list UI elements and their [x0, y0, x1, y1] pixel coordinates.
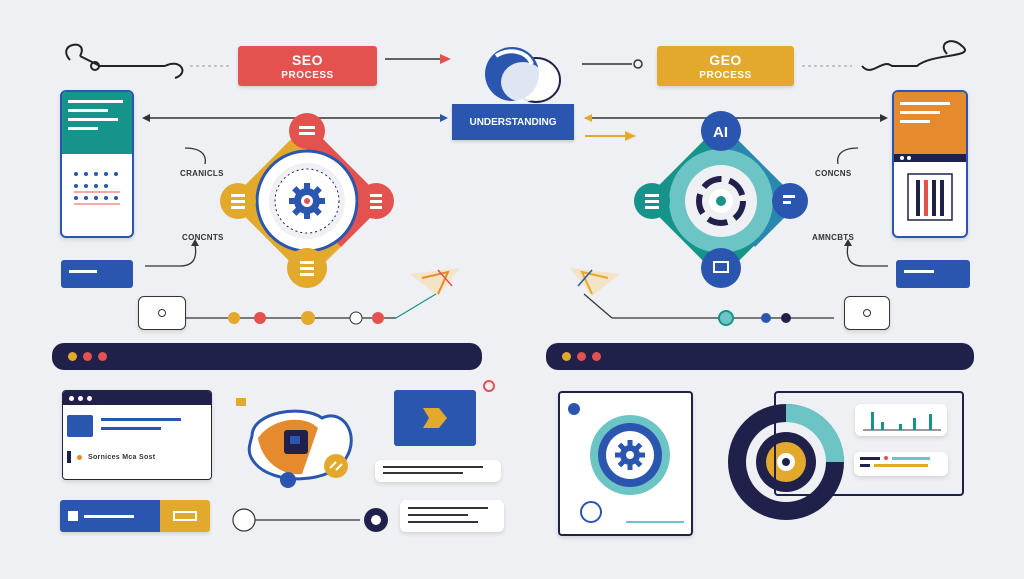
- bottom-left-window: Sornices Mca Sost: [62, 390, 212, 480]
- right-label-top: CONCNS: [815, 169, 852, 178]
- bottom-left-strip: [60, 500, 210, 532]
- play-icon: [423, 408, 447, 428]
- card-text: Sornices Mca Sost: [88, 453, 156, 461]
- geo-diamond: [634, 111, 808, 288]
- window-dot: [83, 352, 92, 361]
- left-browser-bar: [52, 343, 482, 370]
- seo-title: SEO: [291, 51, 324, 68]
- window-dot: [98, 352, 107, 361]
- left-curve-arrows: [145, 147, 206, 267]
- mini-bar-chart: [855, 404, 947, 436]
- seo-subtitle: PROCESS: [281, 69, 334, 81]
- gear-panel: [558, 391, 693, 536]
- list-icon: [74, 172, 120, 205]
- legend-rows: [854, 452, 948, 476]
- gear-icon: [590, 415, 670, 495]
- right-blue-box: [896, 260, 970, 288]
- chart-panel: [774, 391, 964, 496]
- left-label-bottom: CONCNTS: [182, 233, 224, 242]
- understanding-banner: UNDERSTANDING: [452, 104, 574, 140]
- window-dot: [68, 352, 77, 361]
- gear-icon: [289, 183, 325, 219]
- text-lines-card-1: [375, 460, 501, 482]
- right-document-card: [892, 90, 968, 238]
- right-curve-arrows: [837, 147, 888, 267]
- ai-icon-label: AI: [713, 124, 728, 141]
- paper-plane-icon-right: [570, 268, 620, 296]
- window-dot: [577, 352, 586, 361]
- geo-title: GEO: [709, 51, 742, 68]
- bottom-left-connector: [232, 508, 388, 532]
- target-illustration: [236, 398, 353, 488]
- left-timeline: [186, 293, 437, 325]
- left-blue-box: [61, 260, 133, 288]
- left-timeline-card: [138, 296, 186, 330]
- top-right-connector: [582, 40, 966, 71]
- right-label-bottom: AMNCBTS: [812, 233, 855, 242]
- seo-to-center-arrow: [385, 54, 451, 64]
- seo-process-label: SEO PROCESS: [238, 46, 377, 86]
- left-label-top: CRANICLS: [180, 169, 224, 178]
- top-left-connector: [65, 43, 230, 79]
- right-browser-bar: [546, 343, 974, 370]
- right-timeline: [583, 293, 834, 326]
- paper-plane-icon-left: [410, 268, 460, 296]
- globe-icon: [485, 47, 561, 103]
- target-donut: [728, 404, 844, 520]
- play-card: [394, 390, 476, 446]
- left-document-card: [60, 90, 134, 238]
- geo-process-label: GEO PROCESS: [657, 46, 794, 86]
- window-dot: [562, 352, 571, 361]
- chart-icon: [863, 412, 941, 431]
- text-lines-card-2: [400, 500, 504, 532]
- window-dot: [592, 352, 601, 361]
- right-timeline-card: [844, 296, 890, 330]
- bars-icon: [907, 173, 953, 221]
- geo-subtitle: PROCESS: [699, 69, 752, 81]
- seo-diamond: [220, 113, 394, 288]
- understanding-text: UNDERSTANDING: [469, 116, 557, 128]
- red-dot: [483, 380, 495, 392]
